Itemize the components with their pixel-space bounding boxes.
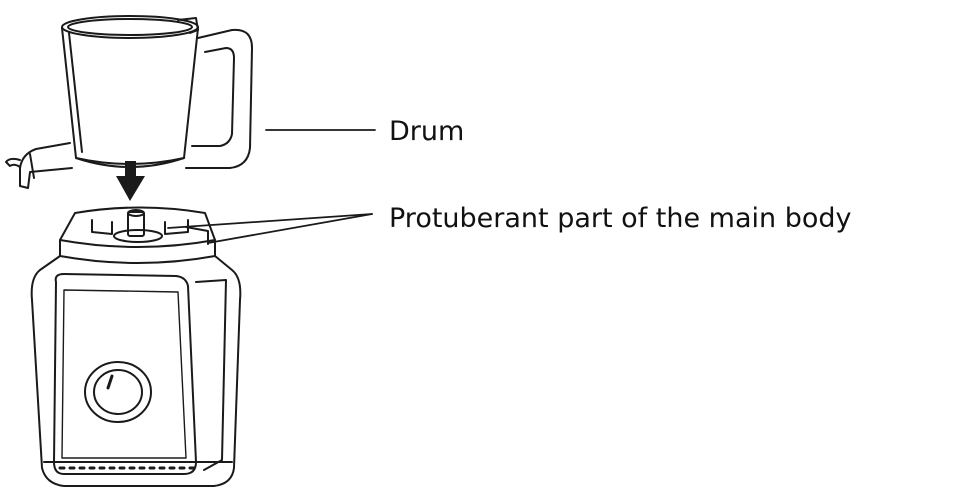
base-side-panel bbox=[196, 280, 226, 470]
drum-handle-inner bbox=[192, 48, 234, 146]
control-knob-bezel bbox=[85, 362, 151, 422]
base-protuberance bbox=[186, 227, 208, 244]
drive-shaft bbox=[128, 212, 144, 236]
base-notch-left bbox=[92, 220, 112, 234]
drum-label: Drum bbox=[389, 116, 465, 147]
leader-line-protuberant-1 bbox=[168, 214, 372, 228]
control-knob[interactable] bbox=[94, 370, 142, 414]
leader-lines bbox=[168, 130, 375, 243]
drum-latch bbox=[20, 143, 72, 188]
base-front-panel bbox=[54, 274, 196, 474]
drum-rim-inner bbox=[68, 19, 192, 35]
drum-latch-clip bbox=[6, 159, 20, 167]
base-housing bbox=[32, 256, 241, 486]
base-front-panel-inner bbox=[62, 290, 186, 458]
drive-shaft-top bbox=[128, 210, 144, 216]
base-top-rim bbox=[60, 240, 215, 263]
base-top-plate bbox=[60, 208, 215, 248]
leader-line-protuberant-2 bbox=[208, 214, 372, 243]
drum-spout bbox=[178, 18, 198, 33]
drum-body bbox=[62, 28, 198, 167]
protuberant-part-label: Protuberant part of the main body bbox=[389, 203, 852, 234]
drive-coupling bbox=[114, 230, 162, 242]
down-arrow-icon bbox=[116, 161, 145, 201]
drum-handle bbox=[186, 30, 252, 168]
drum-body-inner bbox=[69, 33, 82, 152]
drum-latch-rib bbox=[30, 154, 34, 178]
control-knob-indicator bbox=[108, 376, 112, 388]
main-body-illustration bbox=[32, 208, 241, 487]
